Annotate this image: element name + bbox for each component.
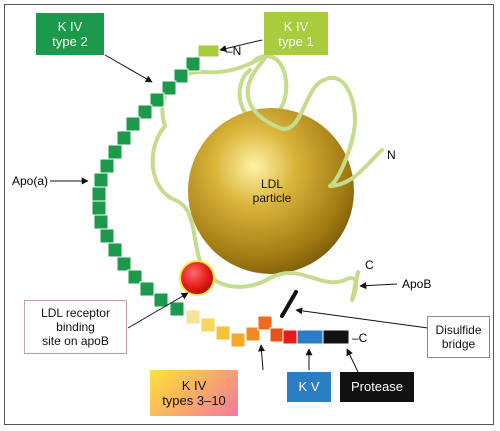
kv-label: K V [287, 372, 331, 402]
receptor-site-label: LDL receptor binding site on apoB [24, 300, 127, 354]
apob-c-terminus-label: C [365, 258, 374, 272]
protease-domain [322, 329, 350, 345]
arrow-icon [359, 282, 398, 290]
ldl-particle-label: LDL particle [252, 177, 292, 205]
disulfide-bridge-label: Disulfide bridge [427, 316, 490, 358]
kiv-type2-label: K IV type 2 [36, 13, 104, 55]
apob-label: ApoB [402, 277, 432, 291]
kiv-type1-kringle [197, 44, 220, 58]
kiv-type1-label: K IV type 1 [264, 12, 328, 55]
protease-label: Protease [340, 372, 414, 402]
kiv-types-3-10-chain [185, 309, 285, 348]
apob-n-terminus-label: N [387, 148, 396, 162]
disulfide-bridge-line [280, 290, 298, 318]
arrow-icon [219, 39, 263, 52]
arrow-icon [346, 348, 359, 373]
kiv-type2-chain [91, 56, 201, 317]
arrow-icon [295, 307, 429, 329]
kv-domain [296, 329, 324, 345]
arrow-icon [127, 292, 189, 329]
arrow-icon [104, 54, 153, 83]
apoa-n-terminus-label: –N [226, 44, 242, 58]
ldl-particle-sphere [188, 108, 354, 274]
diagram-frame [4, 4, 494, 425]
apob-strand [150, 52, 384, 302]
arrow-icon [258, 344, 265, 371]
apoa-c-terminus-label: –C [352, 331, 368, 345]
pointer-arrows [50, 39, 429, 373]
receptor-binding-site [179, 260, 215, 296]
kiv-types-3-10-label: K IV types 3–10 [150, 370, 238, 416]
apoa-label: Apo(a) [12, 174, 49, 188]
kv-red-segment [282, 329, 298, 345]
